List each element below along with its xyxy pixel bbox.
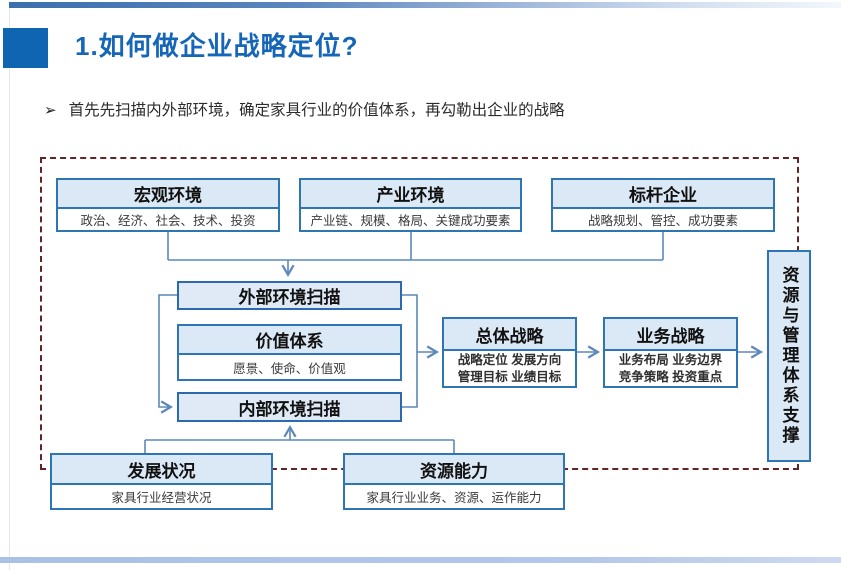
- bullet-text: 首先先扫描内外部环境，确定家具行业的价值体系，再勾勒出企业的战略: [68, 102, 565, 119]
- benchmark-enterprise-detail: 战略规划、管控、成功要素: [553, 209, 773, 230]
- business-strategy-detail: 业务布局 业务边界 竞争策略 投资重点: [605, 351, 736, 386]
- macro-environment-box: 宏观环境 政治、经济、社会、技术、投资: [56, 178, 280, 232]
- industry-environment-title: 产业环境: [301, 180, 520, 209]
- bullet-arrow-icon: ➢: [44, 102, 57, 119]
- value-system-box: 价值体系 愿景、使命、价值观: [177, 324, 402, 381]
- resource-capability-title: 资源能力: [345, 455, 563, 485]
- left-edge-line: [9, 8, 10, 570]
- overall-strategy-title: 总体战略: [444, 319, 575, 351]
- page-title: 1.如何做企业战略定位?: [75, 31, 359, 61]
- business-strategy-detail-line2: 竞争策略 投资重点: [618, 369, 723, 384]
- business-strategy-title: 业务战略: [605, 319, 736, 351]
- overall-strategy-box: 总体战略 战略定位 发展方向 管理目标 业绩目标: [442, 317, 577, 388]
- development-status-box: 发展状况 家具行业经营状况: [50, 453, 273, 510]
- resource-capability-box: 资源能力 家具行业业务、资源、运作能力: [343, 453, 565, 510]
- resource-capability-detail: 家具行业业务、资源、运作能力: [345, 485, 563, 508]
- industry-environment-box: 产业环境 产业链、规模、格局、关键成功要素: [299, 178, 522, 232]
- development-status-detail: 家具行业经营状况: [52, 485, 271, 508]
- benchmark-enterprise-box: 标杆企业 战略规划、管控、成功要素: [551, 178, 775, 232]
- internal-scan-box: 内部环境扫描: [177, 392, 402, 422]
- top-accent-bar: [9, 2, 841, 8]
- macro-environment-detail: 政治、经济、社会、技术、投资: [58, 209, 278, 230]
- benchmark-enterprise-title: 标杆企业: [553, 180, 773, 209]
- title-accent-square: [3, 28, 48, 68]
- overall-strategy-detail-line1: 战略定位 发展方向: [457, 352, 562, 367]
- value-system-title: 价值体系: [179, 326, 400, 355]
- resource-management-support-box: 资源与管理体系支撑: [767, 250, 811, 462]
- industry-environment-detail: 产业链、规模、格局、关键成功要素: [301, 209, 520, 230]
- development-status-title: 发展状况: [52, 455, 271, 485]
- macro-environment-title: 宏观环境: [58, 180, 278, 209]
- external-scan-box: 外部环境扫描: [177, 281, 402, 310]
- value-system-detail: 愿景、使命、价值观: [179, 355, 400, 379]
- overall-strategy-detail: 战略定位 发展方向 管理目标 业绩目标: [444, 351, 575, 386]
- business-strategy-detail-line1: 业务布局 业务边界: [618, 352, 723, 367]
- overall-strategy-detail-line2: 管理目标 业绩目标: [457, 369, 562, 384]
- business-strategy-box: 业务战略 业务布局 业务边界 竞争策略 投资重点: [603, 317, 738, 388]
- bullet-row: ➢ 首先先扫描内外部环境，确定家具行业的价值体系，再勾勒出企业的战略: [44, 100, 804, 122]
- bottom-accent-bar: [0, 557, 841, 563]
